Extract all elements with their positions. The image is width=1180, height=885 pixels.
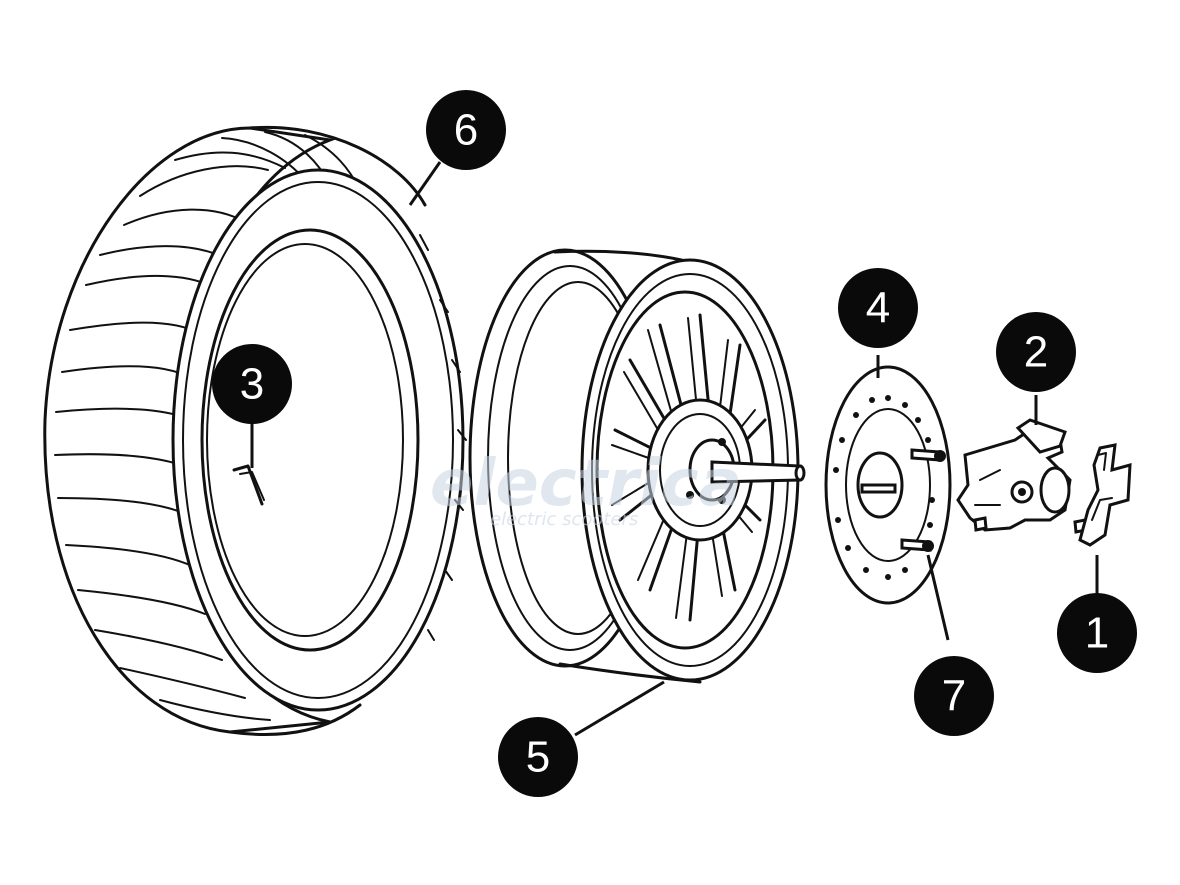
callout-4: 4 — [838, 268, 918, 348]
callout-6-label: 6 — [454, 106, 478, 155]
callout-6: 6 — [426, 90, 506, 170]
watermark-sub: electric scooters — [490, 509, 638, 530]
brake-disc — [824, 365, 952, 605]
watermark-main: electrica — [430, 447, 742, 521]
watermark: electrica electric scooters — [430, 447, 742, 530]
callout-1-label: 1 — [1085, 609, 1109, 658]
callout-5-label: 5 — [526, 733, 550, 782]
valve-stem — [232, 464, 265, 506]
wheel-rim — [468, 248, 806, 684]
brake-pads — [1078, 443, 1132, 547]
callout-2-label: 2 — [1024, 328, 1048, 377]
callout-2: 2 — [996, 312, 1076, 392]
callout-4-label: 4 — [866, 284, 890, 333]
callout-leaders — [250, 161, 1099, 737]
callout-1: 1 — [1057, 593, 1137, 673]
callout-7: 7 — [914, 656, 994, 736]
callout-3: 3 — [212, 344, 292, 424]
brake-caliper — [956, 418, 1088, 534]
tire — [43, 125, 467, 736]
callout-7-label: 7 — [942, 672, 966, 721]
callout-5: 5 — [498, 717, 578, 797]
callout-3-label: 3 — [240, 360, 264, 409]
